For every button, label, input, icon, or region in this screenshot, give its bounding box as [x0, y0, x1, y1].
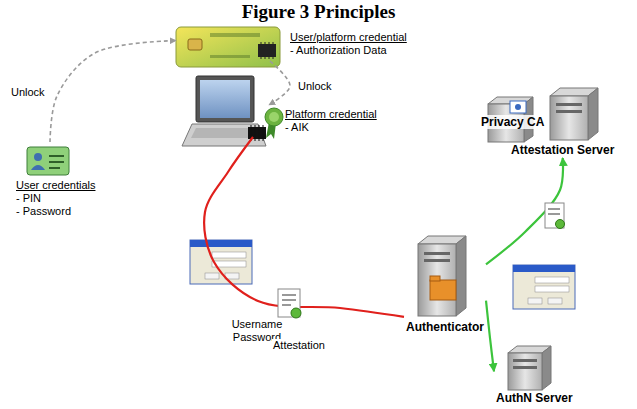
server-item: Authenticator	[404, 234, 486, 335]
server-item: Attestation Server	[510, 142, 615, 158]
login-dialog	[513, 265, 575, 309]
figure-title: Figure 3 Principles	[0, 1, 637, 23]
server-icon	[418, 236, 466, 316]
node-heading: Authenticator	[406, 320, 484, 334]
server-item: AuthN Server	[494, 343, 575, 406]
aik-rosette	[265, 108, 283, 139]
server-item: Privacy CA	[478, 114, 547, 130]
edge-label: Unlock	[10, 86, 46, 99]
node-detail: - PIN	[16, 192, 95, 205]
edge-label: Unlock	[297, 80, 333, 93]
node-heading: User credentials	[16, 179, 95, 192]
login-dialog	[190, 240, 252, 284]
certificate	[545, 203, 565, 229]
node-detail: - AIK	[285, 121, 377, 134]
node-heading: Attestation Server	[511, 143, 614, 157]
connector	[50, 41, 176, 142]
node-heading: Privacy CA	[479, 115, 546, 129]
node-heading: Platform credential	[285, 108, 377, 121]
connector	[204, 137, 404, 317]
credential-item: User credentials- PIN- Password	[12, 142, 99, 220]
certificate	[278, 289, 301, 318]
laptop	[182, 76, 266, 146]
node-heading: AuthN Server	[496, 391, 573, 405]
connector	[486, 158, 563, 264]
node-detail: - Authorization Data	[290, 44, 407, 57]
connector	[486, 301, 494, 372]
figure-label: Attestation	[272, 339, 326, 352]
user-id-card	[27, 147, 69, 175]
connector	[269, 61, 290, 105]
server-icon	[550, 88, 598, 140]
smart-card	[176, 27, 280, 67]
credential-item: User/platform credential- Authorization …	[176, 27, 411, 61]
node-heading: User/platform credential	[290, 31, 407, 44]
server-icon	[508, 346, 551, 390]
node-detail: - Password	[16, 205, 95, 218]
credential-item: Platform credential- AIK	[247, 105, 381, 137]
